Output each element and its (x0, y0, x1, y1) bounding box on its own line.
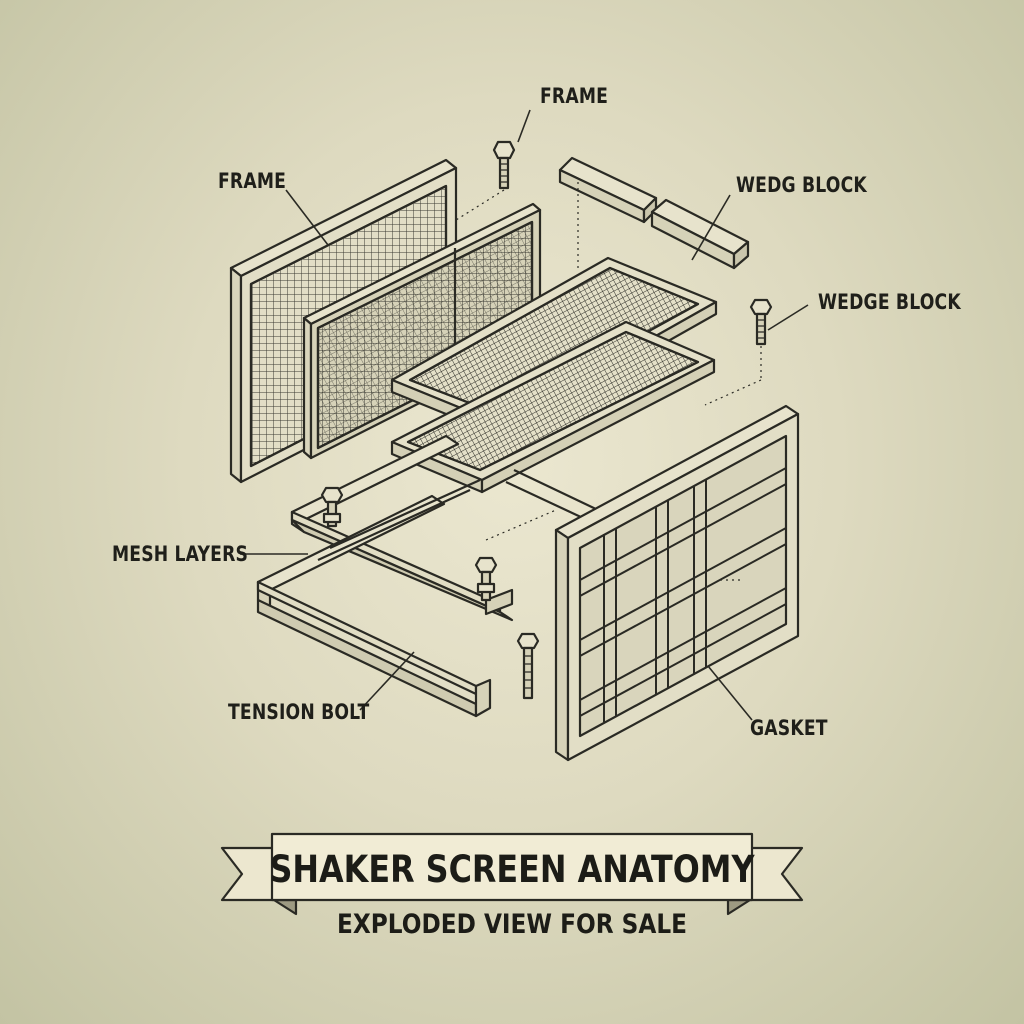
bolt-rail-left (320, 486, 344, 528)
mesh-panel-dark (302, 202, 542, 460)
bolt-top (492, 140, 516, 190)
banner-title: SHAKER SCREEN ANATOMY (269, 847, 755, 891)
bolt-rail-middle (474, 556, 498, 602)
label-tension-bolt: TENSION BOLT (228, 700, 370, 724)
banner-subtitle: EXPLODED VIEW FOR SALE (336, 908, 688, 940)
label-frame-top: FRAME (540, 84, 609, 108)
label-gasket: GASKET (750, 716, 828, 740)
label-wedg-block: WEDG BLOCK (736, 173, 867, 197)
tension-rail-assembly (256, 434, 641, 718)
lower-mesh-tray (390, 320, 716, 494)
alignment-lines (455, 182, 762, 581)
right-grid-frame (554, 404, 800, 762)
bolt-right (749, 298, 773, 346)
bolt-bottom (516, 632, 540, 700)
label-frame-left: FRAME (218, 169, 287, 193)
title-banner (220, 832, 804, 916)
wedge-block-bar (650, 198, 750, 270)
wedge-bar-top (558, 156, 658, 224)
label-mesh-layers: MESH LAYERS (112, 542, 249, 566)
leader-lines (240, 109, 809, 721)
label-wedge-block: WEDGE BLOCK (818, 290, 961, 314)
